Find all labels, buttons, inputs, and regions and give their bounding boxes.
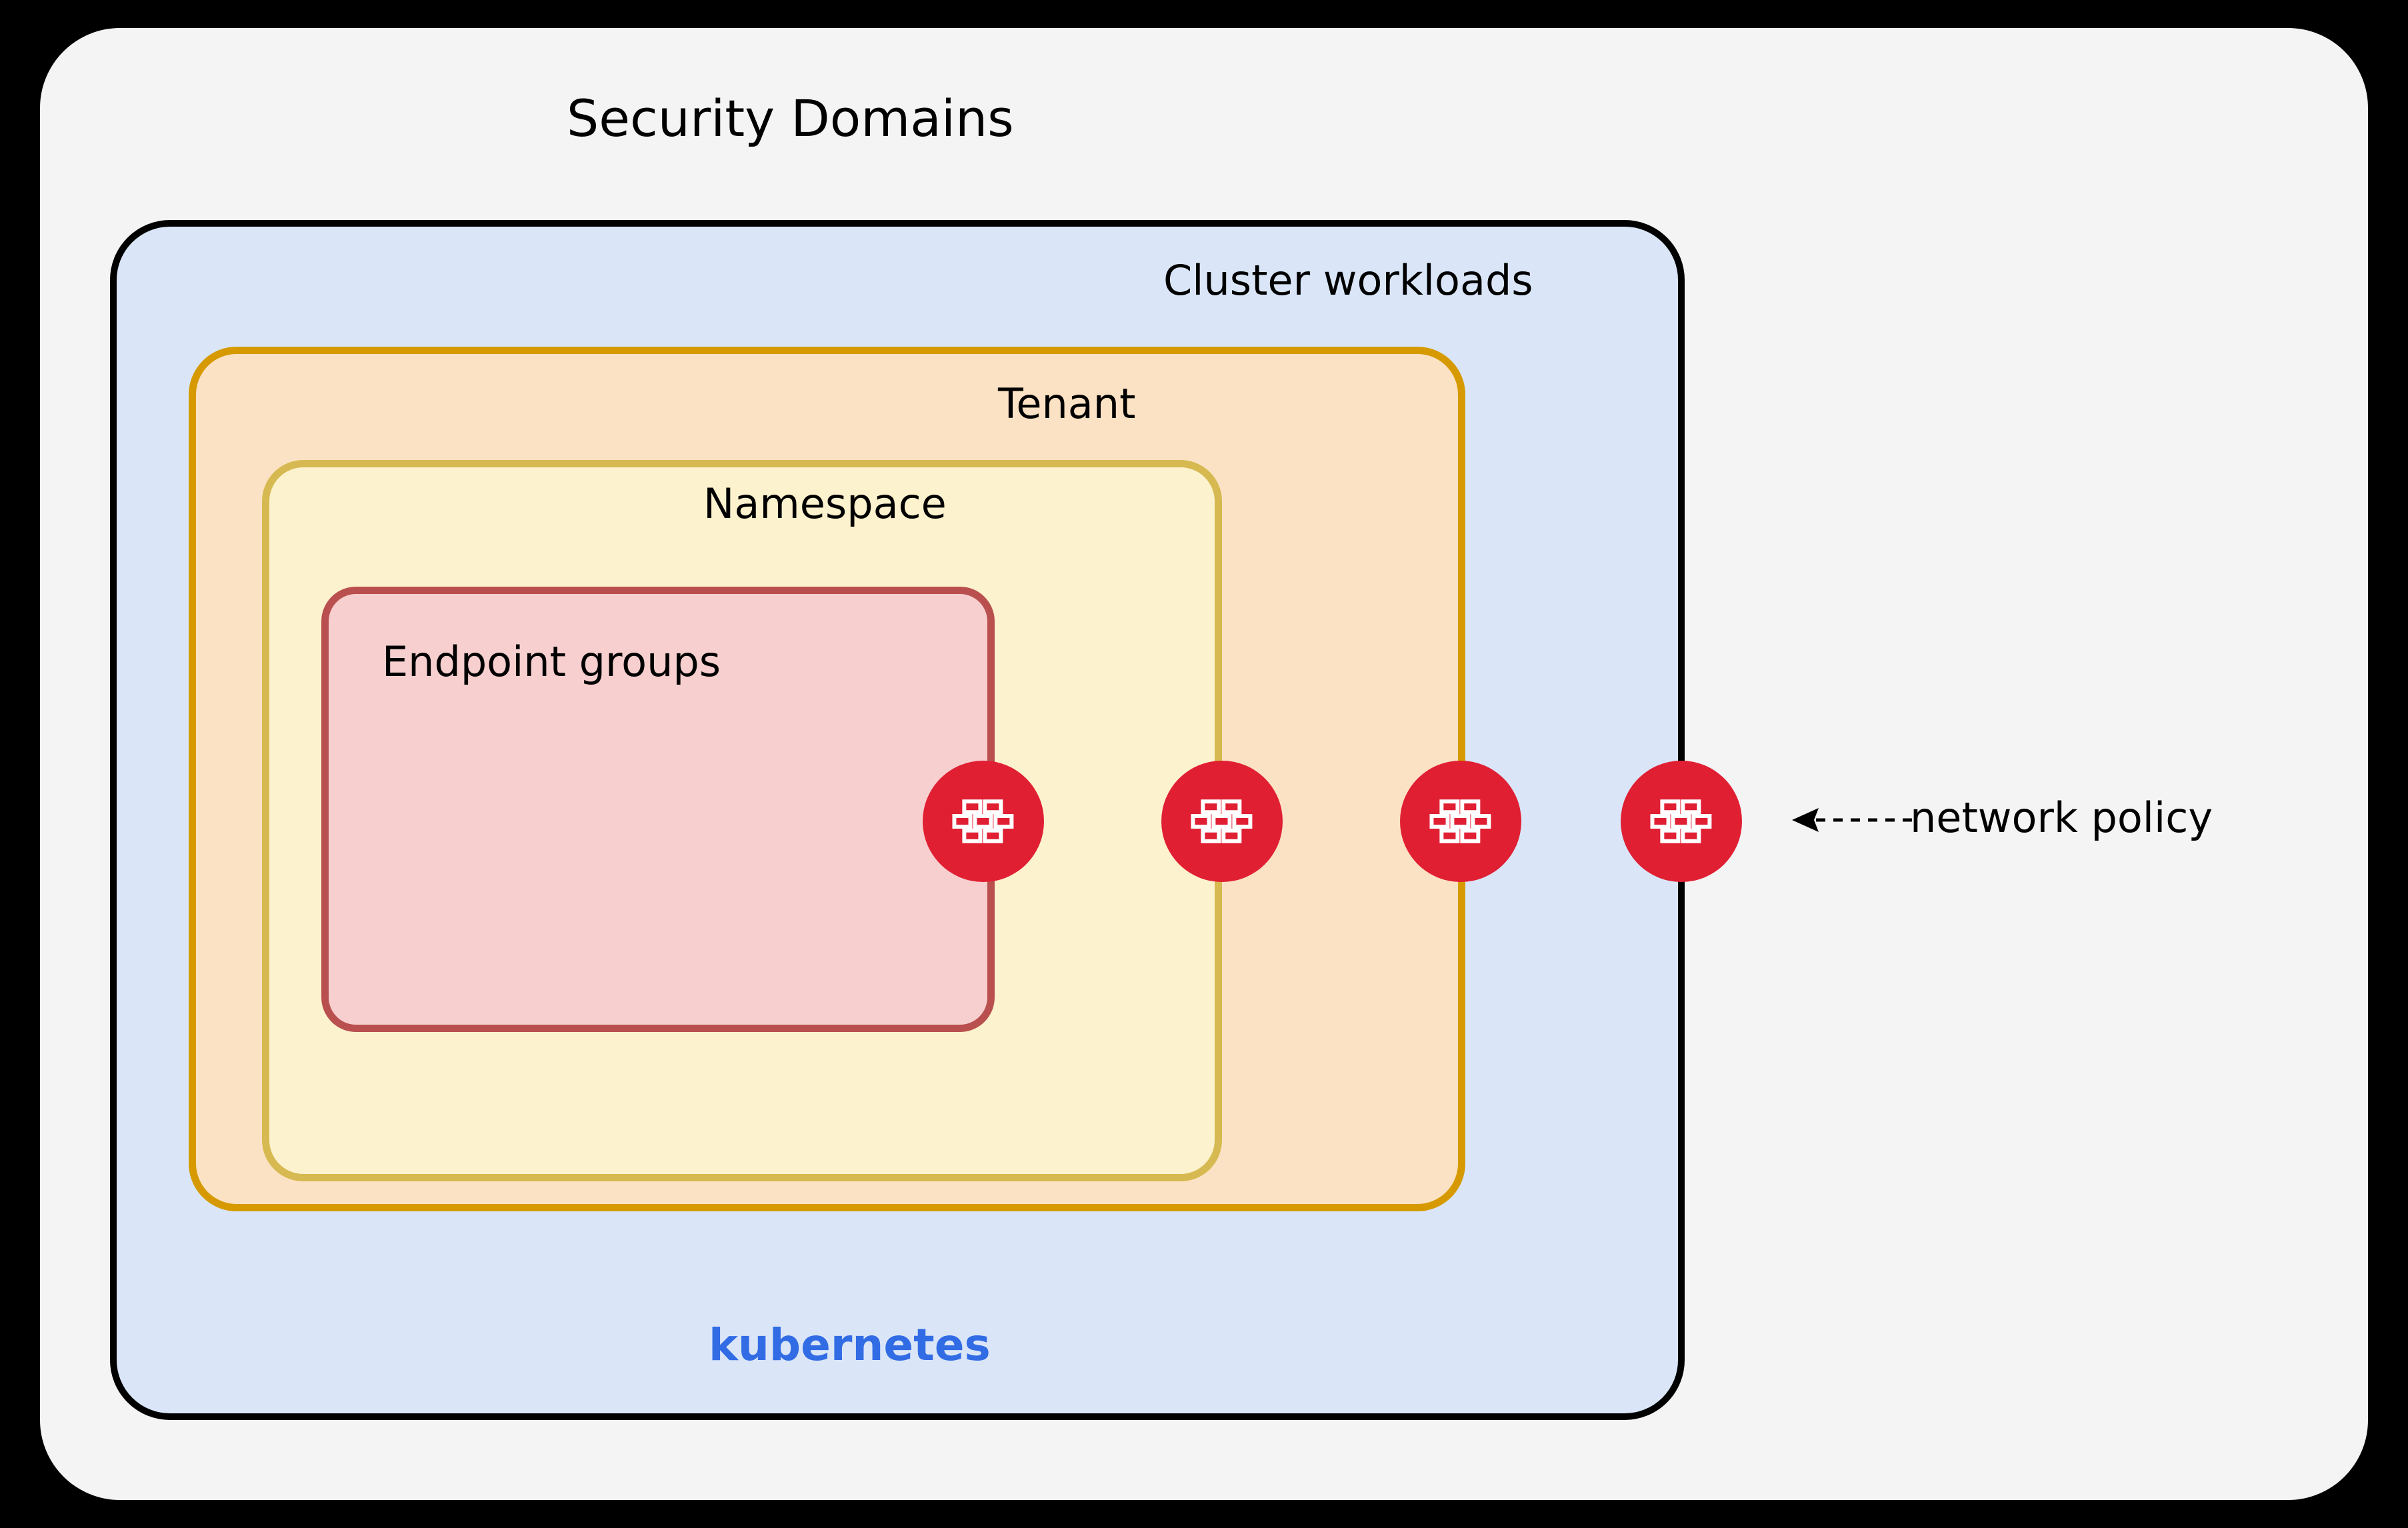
- firewall-icon: [1429, 799, 1491, 843]
- firewall-icon: [1191, 799, 1253, 843]
- kubernetes-wordmark: kubernetes: [709, 1319, 991, 1371]
- box-label-namespace: Namespace: [703, 479, 947, 528]
- box-endpoint-groups: [321, 587, 995, 1032]
- box-label-cluster-workloads: Cluster workloads: [1163, 256, 1533, 305]
- policy-node-namespace[interactable]: [1161, 761, 1283, 882]
- firewall-icon: [1650, 799, 1712, 843]
- box-label-tenant: Tenant: [998, 379, 1136, 428]
- network-policy-label: network policy: [1910, 793, 2213, 842]
- policy-node-endpoint-groups[interactable]: [923, 761, 1044, 882]
- policy-node-cluster-workloads[interactable]: [1621, 761, 1742, 882]
- box-label-endpoint-groups: Endpoint groups: [382, 637, 721, 686]
- policy-node-tenant[interactable]: [1400, 761, 1521, 882]
- firewall-icon: [952, 799, 1014, 843]
- network-policy-arrow-icon: [1792, 808, 1912, 832]
- page-title: Security Domains: [567, 89, 1014, 148]
